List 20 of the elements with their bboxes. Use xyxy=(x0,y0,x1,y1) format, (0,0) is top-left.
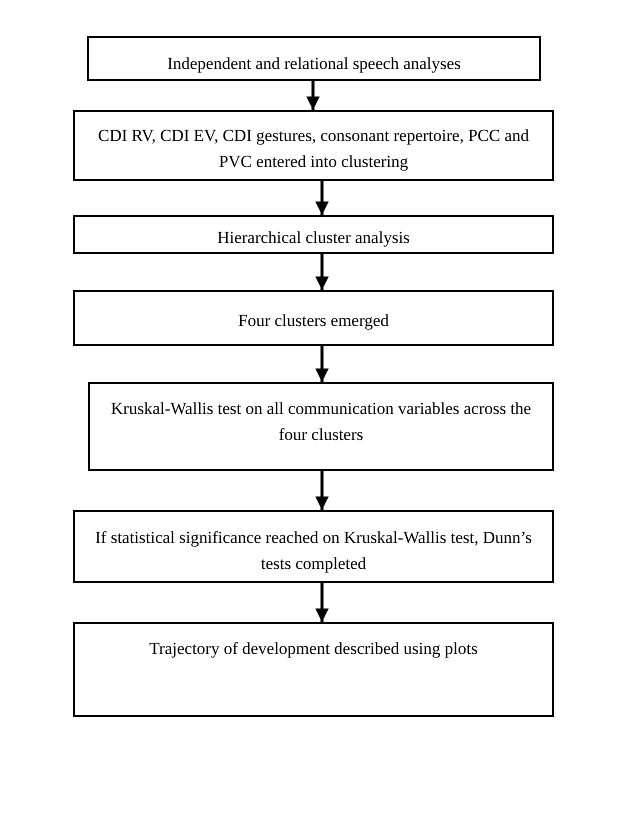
step-text: If statistical significance reached on Kruskal-Wallis test, Dunn’s tests completed xyxy=(94,526,533,575)
step-text: Four clusters emerged xyxy=(238,310,389,332)
process-box xyxy=(73,110,554,181)
process-box xyxy=(87,36,541,81)
arrow xyxy=(306,81,320,110)
arrow xyxy=(315,471,329,510)
step-text: Trajectory of development described using plots xyxy=(149,638,478,660)
process-box xyxy=(73,215,554,254)
process-box xyxy=(73,510,554,583)
step-text: Hierarchical cluster analysis xyxy=(217,226,410,249)
arrow xyxy=(315,254,329,290)
process-box xyxy=(88,382,554,471)
arrow xyxy=(315,583,329,622)
arrow xyxy=(315,346,329,382)
step-text: Kruskal-Wallis test on all communication variables across the four clusters xyxy=(110,398,532,446)
step-text: Independent and relational speech analyses xyxy=(167,52,461,75)
arrow xyxy=(315,181,329,215)
step-text: CDI RV, CDI EV, CDI gestures, consonant repertoire, PCC and PVC entered into clustering xyxy=(97,124,530,173)
process-box xyxy=(73,290,554,346)
process-box xyxy=(73,622,554,717)
